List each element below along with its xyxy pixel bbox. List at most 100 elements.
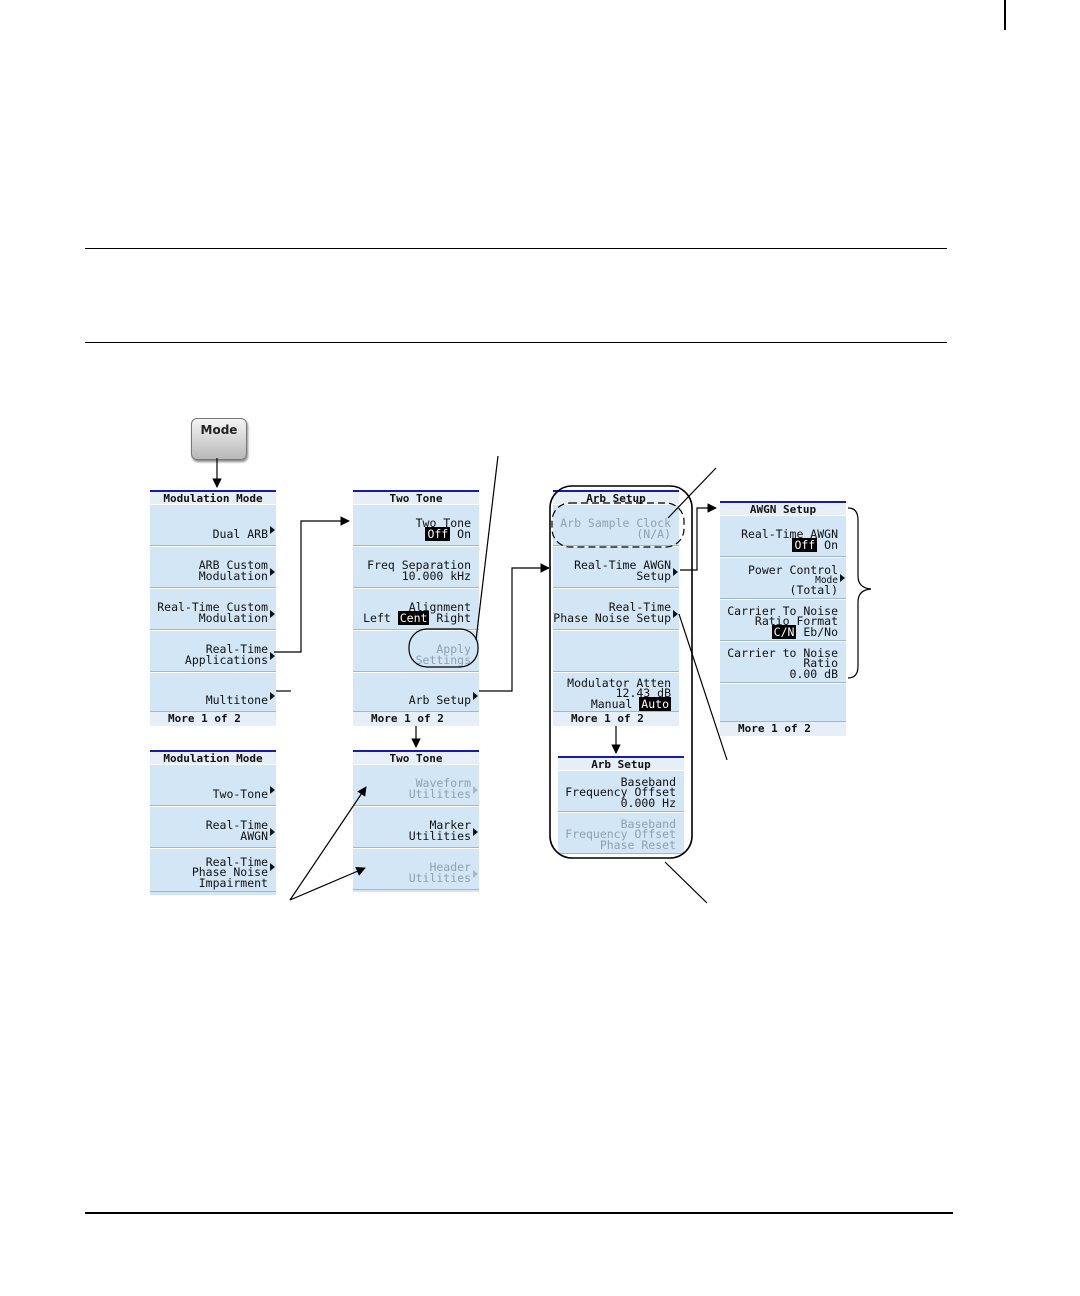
- softkey-label: Phase Noise: [191, 865, 268, 879]
- softkey-label: Carrier To Noise: [727, 603, 838, 618]
- menu-more-indicator[interactable]: More 1 of 2: [553, 711, 679, 726]
- softkey-two-tone[interactable]: Two-Tone: [150, 764, 276, 806]
- menu-arb-setup-1: Arb Setup Arb Sample Clock(N/A) Real-Tim…: [553, 490, 679, 726]
- mode-hardkey[interactable]: Mode: [191, 418, 247, 460]
- softkey-label: Dual ARB: [212, 526, 268, 541]
- submenu-arrow-icon: [270, 692, 275, 700]
- submenu-arrow-icon: [673, 610, 678, 618]
- more-label: More 1 of 2: [371, 712, 444, 725]
- softkey-blank[interactable]: [720, 683, 846, 722]
- submenu-arrow-icon: [270, 786, 275, 794]
- rule-bottom: [85, 1212, 953, 1214]
- softkey-label: Modulator Atten: [567, 675, 671, 690]
- flow-arrows: [212, 455, 872, 904]
- selected-state: Auto: [639, 696, 671, 711]
- submenu-arrow-icon: [270, 526, 275, 534]
- softkey-label: Real-Time Custom: [157, 600, 268, 614]
- softkey-label: Real-Time: [608, 600, 671, 614]
- menu-more-indicator[interactable]: More 1 of 2: [353, 711, 479, 726]
- softkey-value: (Total): [789, 582, 838, 597]
- outline-arb-sample-clock: [551, 502, 685, 548]
- submenu-arrow-icon: [473, 870, 478, 878]
- softkey-label: Applications: [184, 652, 268, 667]
- softkey-label: Setup: [636, 568, 671, 583]
- submenu-arrow-icon: [473, 786, 478, 794]
- selected-state: Cent: [397, 610, 430, 625]
- selected-state: Off: [425, 526, 451, 541]
- other-state: Manual: [590, 696, 640, 711]
- softkey-arb-setup[interactable]: Arb Setup: [353, 672, 479, 712]
- outline-arb-setup-group: [549, 485, 693, 859]
- submenu-arrow-icon: [270, 863, 275, 871]
- softkey-label: Header: [429, 860, 471, 874]
- softkey-label: Phase Reset: [599, 837, 676, 852]
- menu-title: Two Tone: [353, 490, 479, 506]
- rule-top: [85, 248, 947, 249]
- softkey-label: Baseband: [620, 774, 676, 789]
- softkey-label: AWGN: [240, 828, 268, 843]
- menu-title: Modulation Mode: [150, 490, 276, 506]
- softkey-blank[interactable]: [553, 630, 679, 672]
- callout-apply-settings: [475, 455, 499, 641]
- softkey-multitone[interactable]: Multitone: [150, 672, 276, 712]
- submenu-arrow-icon: [473, 828, 478, 836]
- softkey-arb-sample-clock[interactable]: Arb Sample Clock(N/A): [553, 504, 679, 546]
- outline-apply-settings: [408, 628, 479, 668]
- menu-more-indicator[interactable]: More 1 of 2: [150, 711, 276, 726]
- softkey-label: Real-Time AWGN: [574, 558, 671, 572]
- softkey-value: 12.43 dB: [615, 686, 671, 700]
- callout-arb-sample-clock: [667, 467, 717, 519]
- softkey-label: Utilities: [408, 870, 471, 885]
- softkey-value: 0.000 Hz: [620, 795, 676, 810]
- menu-more-indicator[interactable]: More 1 of 2: [720, 721, 846, 736]
- submenu-arrow-icon: [840, 574, 845, 582]
- softkey-label: Settings: [415, 652, 471, 667]
- softkey-label: Real-Time AWGN: [741, 527, 838, 541]
- softkey-label: Marker: [429, 818, 471, 832]
- selected-state: C/N: [771, 624, 797, 639]
- menu-title: Modulation Mode: [150, 750, 276, 766]
- softkey-label: Two Tone: [415, 516, 471, 530]
- softkey-label: Apply: [436, 642, 471, 656]
- softkey-label: Modulation: [198, 610, 268, 625]
- menu-title: Two Tone: [353, 750, 479, 766]
- submenu-arrow-icon: [673, 568, 678, 576]
- more-label: More 1 of 2: [168, 712, 241, 725]
- other-state: Eb/No: [796, 624, 838, 639]
- callout-grayed-keys: [289, 786, 367, 901]
- softkey-label: Impairment: [198, 875, 268, 890]
- menu-title: AWGN Setup: [720, 501, 846, 517]
- other-state: On: [450, 526, 471, 541]
- softkey-dual-arb[interactable]: Dual ARB: [150, 504, 276, 546]
- softkey-value: 0.00 dB: [789, 666, 838, 681]
- other-state: Right: [429, 610, 471, 625]
- selected-state: Off: [792, 537, 818, 552]
- softkey-value: (N/A): [636, 526, 671, 541]
- callout-arb-group: [664, 861, 708, 904]
